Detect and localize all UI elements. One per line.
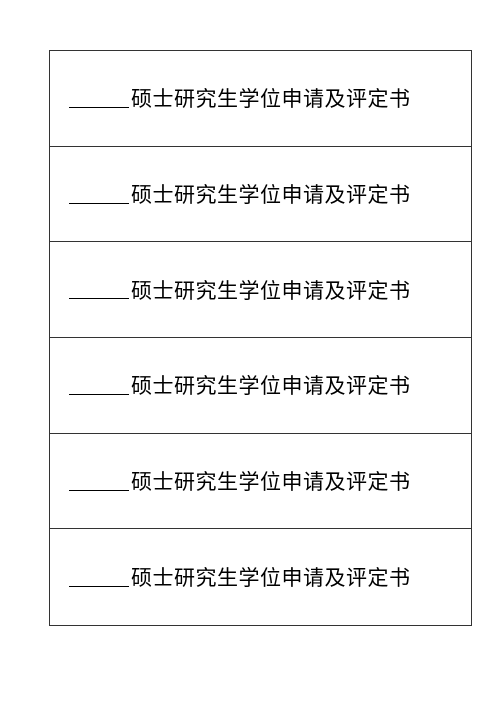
fill-in-blank[interactable] <box>69 276 129 300</box>
label-row-5: 硕士研究生学位申请及评定书 <box>50 434 471 530</box>
label-title: 硕士研究生学位申请及评定书 <box>131 470 411 495</box>
label-title: 硕士研究生学位申请及评定书 <box>131 87 411 112</box>
fill-in-blank[interactable] <box>69 468 129 491</box>
label-row-4: 硕士研究生学位申请及评定书 <box>50 338 471 434</box>
label-row-1: 硕士研究生学位申请及评定书 <box>50 51 471 147</box>
fill-in-blank[interactable] <box>69 85 129 108</box>
label-row-3: 硕士研究生学位申请及评定书 <box>50 242 471 339</box>
label-row-2: 硕士研究生学位申请及评定书 <box>50 147 471 243</box>
label-title: 硕士研究生学位申请及评定书 <box>131 183 411 208</box>
label-title: 硕士研究生学位申请及评定书 <box>131 278 411 303</box>
label-title: 硕士研究生学位申请及评定书 <box>131 566 411 591</box>
label-title: 硕士研究生学位申请及评定书 <box>131 374 411 399</box>
spine-label-table: 硕士研究生学位申请及评定书 硕士研究生学位申请及评定书 硕士研究生学位申请及评定… <box>49 50 472 627</box>
fill-in-blank[interactable] <box>69 564 129 587</box>
fill-in-blank[interactable] <box>69 181 129 204</box>
fill-in-blank[interactable] <box>69 372 129 395</box>
label-row-6: 硕士研究生学位申请及评定书 <box>50 529 471 625</box>
